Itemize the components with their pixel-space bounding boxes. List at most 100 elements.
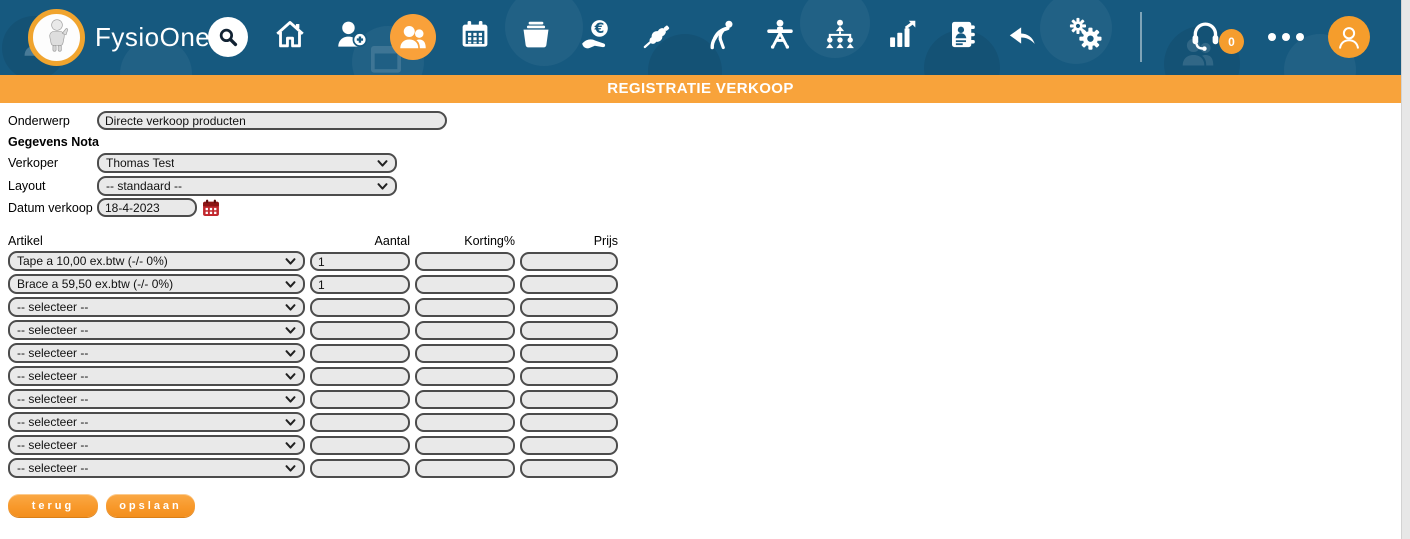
artikel-select-value: Brace a 59,50 ex.btw (-/- 0%) <box>17 277 174 291</box>
prijs-input[interactable] <box>520 390 618 409</box>
chevron-down-icon <box>285 326 296 334</box>
aantal-input[interactable] <box>310 275 410 294</box>
layout-select-value: -- standaard -- <box>106 179 183 193</box>
nav-organization[interactable] <box>823 18 857 57</box>
layout-label: Layout <box>8 179 46 193</box>
artikel-select[interactable]: Tape a 10,00 ex.btw (-/- 0%) <box>8 251 305 271</box>
prijs-input[interactable] <box>520 344 618 363</box>
chevron-down-icon <box>285 464 296 472</box>
chevron-down-icon <box>285 303 296 311</box>
prijs-input[interactable] <box>520 436 618 455</box>
verkoper-select-value: Thomas Test <box>106 156 175 170</box>
aantal-input[interactable] <box>310 413 410 432</box>
notification-badge[interactable]: 0 <box>1219 29 1244 54</box>
datepicker-button[interactable] <box>202 199 220 217</box>
artikel-select[interactable]: Brace a 59,50 ex.btw (-/- 0%) <box>8 274 305 294</box>
therapy-table-icon <box>763 18 797 57</box>
korting-input[interactable] <box>415 298 515 317</box>
nav-contacts[interactable] <box>947 18 980 56</box>
artikel-select-value: -- selecteer -- <box>17 369 89 383</box>
nav-back[interactable] <box>1004 18 1040 57</box>
prijs-input[interactable] <box>520 413 618 432</box>
datum-verkoop-label: Datum verkoop <box>8 201 93 215</box>
aantal-input[interactable] <box>310 252 410 271</box>
artikel-select[interactable]: -- selecteer -- <box>8 435 305 455</box>
calendar-icon <box>459 18 492 56</box>
nav-statistics[interactable] <box>885 18 919 57</box>
nav-archive[interactable] <box>518 18 554 57</box>
nav-patients-active[interactable] <box>390 14 436 60</box>
korting-input[interactable] <box>415 275 515 294</box>
verkoper-label: Verkoper <box>8 156 59 170</box>
aantal-input[interactable] <box>310 298 410 317</box>
fysioone-logo[interactable] <box>28 9 85 66</box>
artikel-select[interactable]: -- selecteer -- <box>8 297 305 317</box>
artikel-select-value: -- selecteer -- <box>17 346 89 360</box>
chevron-down-icon <box>285 395 296 403</box>
nav-add-patient[interactable] <box>335 18 369 57</box>
prijs-input[interactable] <box>520 321 618 340</box>
hand-syringe-icon <box>642 18 676 57</box>
nav-equipment[interactable] <box>763 18 797 57</box>
org-chart-icon <box>823 18 857 57</box>
col-header-artikel: Artikel <box>8 234 43 248</box>
artikel-select[interactable]: -- selecteer -- <box>8 320 305 340</box>
prijs-input[interactable] <box>520 252 618 271</box>
aantal-input[interactable] <box>310 459 410 478</box>
aantal-input[interactable] <box>310 344 410 363</box>
artikel-select[interactable]: -- selecteer -- <box>8 389 305 409</box>
nav-more[interactable] <box>1268 33 1304 41</box>
onderwerp-input[interactable] <box>97 111 447 130</box>
verkoper-select[interactable]: Thomas Test <box>97 153 397 173</box>
nav-finance[interactable]: € <box>579 17 615 58</box>
nav-support[interactable] <box>1187 17 1223 58</box>
korting-input[interactable] <box>415 321 515 340</box>
nav-profile[interactable] <box>1328 16 1370 58</box>
aantal-input[interactable] <box>310 390 410 409</box>
nav-exercise[interactable] <box>705 18 739 57</box>
artikel-select[interactable]: -- selecteer -- <box>8 366 305 386</box>
layout-select[interactable]: -- standaard -- <box>97 176 397 196</box>
nav-home[interactable] <box>273 18 307 57</box>
chevron-down-icon <box>377 182 388 190</box>
nav-calendar[interactable] <box>459 18 492 56</box>
prijs-input[interactable] <box>520 298 618 317</box>
scrollbar-track[interactable] <box>1401 0 1410 539</box>
address-book-icon <box>947 18 980 56</box>
artikel-select[interactable]: -- selecteer -- <box>8 458 305 478</box>
opslaan-button[interactable]: opslaan <box>106 494 195 517</box>
prijs-input[interactable] <box>520 367 618 386</box>
bar-chart-icon <box>885 18 919 57</box>
col-header-prijs: Prijs <box>593 234 618 248</box>
korting-input[interactable] <box>415 459 515 478</box>
korting-input[interactable] <box>415 252 515 271</box>
korting-input[interactable] <box>415 344 515 363</box>
korting-input[interactable] <box>415 436 515 455</box>
nav-settings[interactable] <box>1068 17 1104 58</box>
article-row: -- selecteer -- <box>0 458 660 481</box>
artikel-select-value: -- selecteer -- <box>17 461 89 475</box>
artikel-select-value: -- selecteer -- <box>17 415 89 429</box>
euro-hand-icon: € <box>579 17 615 58</box>
top-navbar: FysioOne <box>0 0 1401 75</box>
artikel-select[interactable]: -- selecteer -- <box>8 412 305 432</box>
aantal-input[interactable] <box>310 367 410 386</box>
avatar-icon <box>1328 16 1370 58</box>
aantal-input[interactable] <box>310 321 410 340</box>
korting-input[interactable] <box>415 413 515 432</box>
terug-button[interactable]: terug <box>8 494 98 517</box>
korting-input[interactable] <box>415 390 515 409</box>
search-button[interactable] <box>208 17 248 57</box>
add-user-icon <box>335 18 369 57</box>
prijs-input[interactable] <box>520 459 618 478</box>
logo-figure-icon <box>42 16 72 59</box>
chevron-down-icon <box>377 159 388 167</box>
korting-input[interactable] <box>415 367 515 386</box>
nav-treatment[interactable] <box>642 18 676 57</box>
artikel-select[interactable]: -- selecteer -- <box>8 343 305 363</box>
artikel-select-value: -- selecteer -- <box>17 323 89 337</box>
prijs-input[interactable] <box>520 275 618 294</box>
article-row: -- selecteer -- <box>0 412 660 435</box>
datum-verkoop-input[interactable] <box>97 198 197 217</box>
aantal-input[interactable] <box>310 436 410 455</box>
